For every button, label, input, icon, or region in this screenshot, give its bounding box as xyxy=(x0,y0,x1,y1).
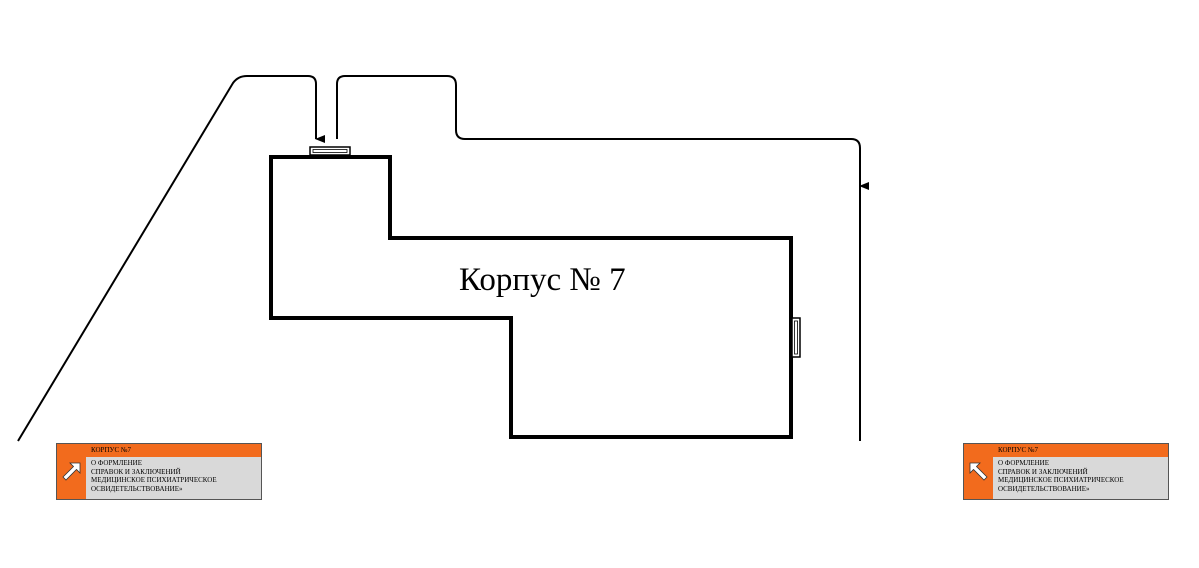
sign-line: О ФОРМЛЕНИЕ xyxy=(998,459,1050,467)
sign-title-right: КОРПУС №7 xyxy=(993,444,1168,457)
entrance-door-right-inner xyxy=(794,320,798,355)
sign-body-left: О ФОРМЛЕНИЕ СПРАВОК И ЗАКЛЮЧЕНИЙ МЕДИЦИН… xyxy=(91,459,259,493)
sign-line: ОСВИДЕТЕЛЬСТВОВАНИЕ» xyxy=(998,484,1090,493)
sign-line: МЕДИЦИНСКОЕ ПСИХИАТРИЧЕСКОЕ xyxy=(91,476,217,484)
sign-arrow-box-right xyxy=(964,444,993,499)
building-7-outline xyxy=(269,155,793,439)
sign-line: СПРАВОК И ЗАКЛЮЧЕНИЙ xyxy=(91,467,181,476)
access-road-left xyxy=(17,75,325,442)
up-right-arrow-icon xyxy=(62,462,81,481)
entrance-door-top-inner xyxy=(312,149,348,153)
up-left-arrow-icon xyxy=(969,462,988,481)
building-label: Корпус № 7 xyxy=(459,262,626,298)
direction-sign-left: КОРПУС №7 О ФОРМЛЕНИЕ СПРАВОК И ЗАКЛЮЧЕН… xyxy=(56,443,262,500)
sign-body-right: О ФОРМЛЕНИЕ СПРАВОК И ЗАКЛЮЧЕНИЙ МЕДИЦИН… xyxy=(998,459,1166,493)
sign-line: О ФОРМЛЕНИЕ xyxy=(91,459,143,467)
direction-sign-right: КОРПУС №7 О ФОРМЛЕНИЕ СПРАВОК И ЗАКЛЮЧЕН… xyxy=(963,443,1169,500)
sign-line: ОСВИДЕТЕЛЬСТВОВАНИЕ» xyxy=(91,484,183,493)
sign-line: СПРАВОК И ЗАКЛЮЧЕНИЙ xyxy=(998,467,1088,476)
sign-arrow-box-left xyxy=(57,444,86,499)
sign-title-left: КОРПУС №7 xyxy=(86,444,261,457)
sign-line: МЕДИЦИНСКОЕ ПСИХИАТРИЧЕСКОЕ xyxy=(998,476,1124,484)
access-road-right xyxy=(336,75,869,190)
